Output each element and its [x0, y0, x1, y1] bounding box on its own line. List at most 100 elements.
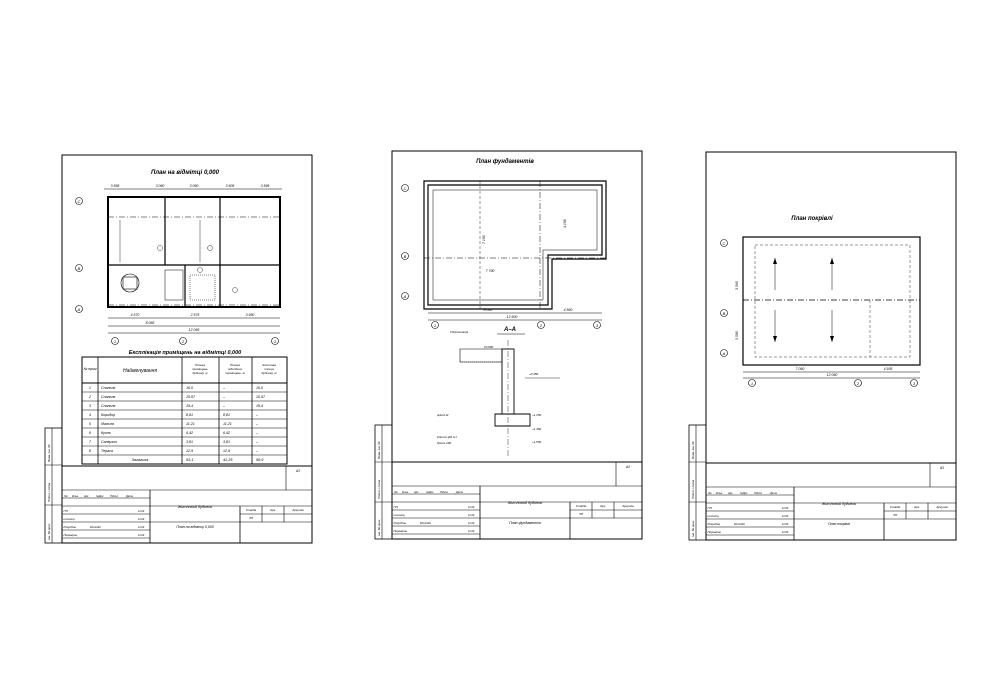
sheet-1-grid-axes: С В А 1 2 3 [75, 197, 279, 345]
stamp-stage-header: Стадія [890, 505, 901, 509]
sheet-1-side-strip: Взам. інв. № Підпис і дата Інв. № ориг. [44, 427, 63, 544]
section-label: Кроок 200 [437, 441, 451, 445]
room-explication-table: Експлікація приміщень на відмітці 0,000 … [81, 350, 288, 465]
stamp-stage: ЗП [249, 516, 254, 520]
section-label: –1,450 [531, 427, 542, 431]
side-label: Підпис і дата [47, 483, 51, 502]
roof-outline [742, 236, 921, 366]
section-a-a: А–А Гідроізоляція ±0,000 –0,450 –1,150 –… [437, 327, 560, 458]
grid-letter: В [78, 266, 81, 271]
stamp-column-header: Зм. [394, 490, 398, 494]
room-living-area: – [255, 431, 259, 435]
dim-text: 12 065 [189, 328, 200, 332]
stamp-role: ГІП [64, 509, 69, 513]
stamp-date: 11.04 [468, 521, 475, 525]
side-label: Взам. інв. № [47, 444, 51, 462]
grid-number: 3 [913, 381, 916, 386]
room-area: 12,9 [186, 449, 193, 453]
stamp-date: 11.04 [138, 525, 145, 529]
room-number: 2 [88, 395, 91, 399]
room-aux-area: – [222, 404, 226, 408]
dim-text: 12 060 [827, 373, 838, 377]
total-label: Загальна [132, 458, 149, 462]
sheet-2-title-block: А3 Житловий будинок План фундаментів Ста… [391, 461, 643, 540]
stamp-role: Розробив [64, 525, 77, 529]
stamp-column-header: Арк. [413, 490, 419, 494]
sheet-2-frame [391, 150, 643, 540]
dim-text: 3 605 [226, 184, 235, 188]
grid-letter: В [723, 311, 726, 316]
room-aux-area: – [222, 395, 226, 399]
room-number: 4 [89, 413, 91, 417]
grid-letter: А [722, 351, 726, 356]
grid-number: 3 [274, 339, 277, 344]
stamp-role: Перевірив [64, 533, 78, 537]
section-label: –1,550 [531, 440, 542, 444]
stamp-column-header: Підпис [440, 490, 449, 494]
table-title: Експлікація приміщень на відмітці 0,000 [129, 350, 241, 356]
stamp-role: Н.контр. [708, 514, 720, 518]
room-living-area: – [255, 449, 259, 453]
room-name: Спальня [101, 395, 115, 399]
side-label: Інв. № ориг. [377, 519, 381, 536]
sheet-1-title-block: А3 Житловий будинок План на відмітці 0,0… [61, 465, 313, 544]
dim-text: 4 570 [131, 313, 140, 317]
dim-text: 2 575 [190, 313, 200, 317]
room-area: 6,42 [186, 431, 193, 435]
grid-number: 2 [539, 323, 543, 328]
stamp-column-header: Арк. [83, 494, 89, 498]
dim-text: 3 595 [111, 184, 120, 188]
sheet-3-title: План покрівлі [791, 216, 833, 222]
dim-text: 3 950 [246, 313, 255, 317]
grid-letter: В [404, 254, 407, 259]
room-number: 7 [89, 440, 92, 444]
sheet-1-frame [61, 154, 313, 544]
grid-number: 1 [751, 381, 753, 386]
room-aux-area: 3,81 [223, 440, 230, 444]
section-label: ±0,000 [484, 345, 493, 349]
stamp-date: 11.04 [782, 522, 789, 526]
total-living-area: 58,9 [256, 458, 264, 462]
dim-text: 3 590 [735, 281, 739, 290]
stamp-stage-header: Стадія [576, 504, 587, 508]
stamp-sheet-name: План на відмітці 0,000 [176, 525, 213, 529]
stamp-stage: ЗП [579, 512, 584, 516]
sheet-2-title: План фундаментів [476, 158, 534, 165]
sheet-3-title-block: А3 Житловий будинок План покрівлі Стадія… [705, 462, 957, 541]
stamp-date: 11.04 [138, 533, 145, 537]
room-name: Спальня [101, 386, 115, 390]
room-living-area: 19,4 [256, 404, 263, 408]
dim-text: 4 190 [563, 219, 567, 228]
room-aux-area: 12,9 [223, 449, 230, 453]
side-label: Взам. інв. № [691, 441, 695, 459]
stamp-role: Н.контр. [394, 513, 406, 517]
stamp-column-header: Дата [125, 494, 133, 498]
stamp-sheet-name: План фундаментів [509, 521, 541, 525]
stamp-sheet-name: План покрівлі [828, 522, 850, 526]
dim-text: 12 600 [507, 315, 518, 319]
room-aux-area: 6,42 [223, 431, 230, 435]
section-label: Кирпич ф6 А-I [437, 435, 457, 439]
dim-text: 4 560 [564, 308, 573, 312]
room-area: 19,4 [186, 404, 193, 408]
room-living-area: – [255, 413, 259, 417]
stamp-column-header: №Док. [426, 490, 434, 494]
stamp-developer-name: Молодій [90, 525, 101, 529]
dim-text: 7 790 [486, 269, 495, 273]
sheet-3-grid-axes: С В А 1 2 3 [720, 239, 918, 387]
stamp-column-header: №Док. [96, 494, 104, 498]
grid-number: 2 [181, 339, 185, 344]
room-area: 8,81 [186, 413, 193, 417]
sheet-2-foundation-plan: План фундаментів 7 190 4 190 7 790 С В А… [374, 150, 643, 540]
side-label: Взам. інв. № [377, 441, 381, 459]
dim-text: 8 065 [146, 321, 155, 325]
room-name: Тераса [101, 449, 113, 453]
dim-text: 7 190 [482, 235, 486, 244]
dim-text: 4 935 [884, 367, 893, 371]
section-label: ф12А-III [437, 413, 449, 417]
stamp-date: 11.04 [468, 529, 475, 533]
